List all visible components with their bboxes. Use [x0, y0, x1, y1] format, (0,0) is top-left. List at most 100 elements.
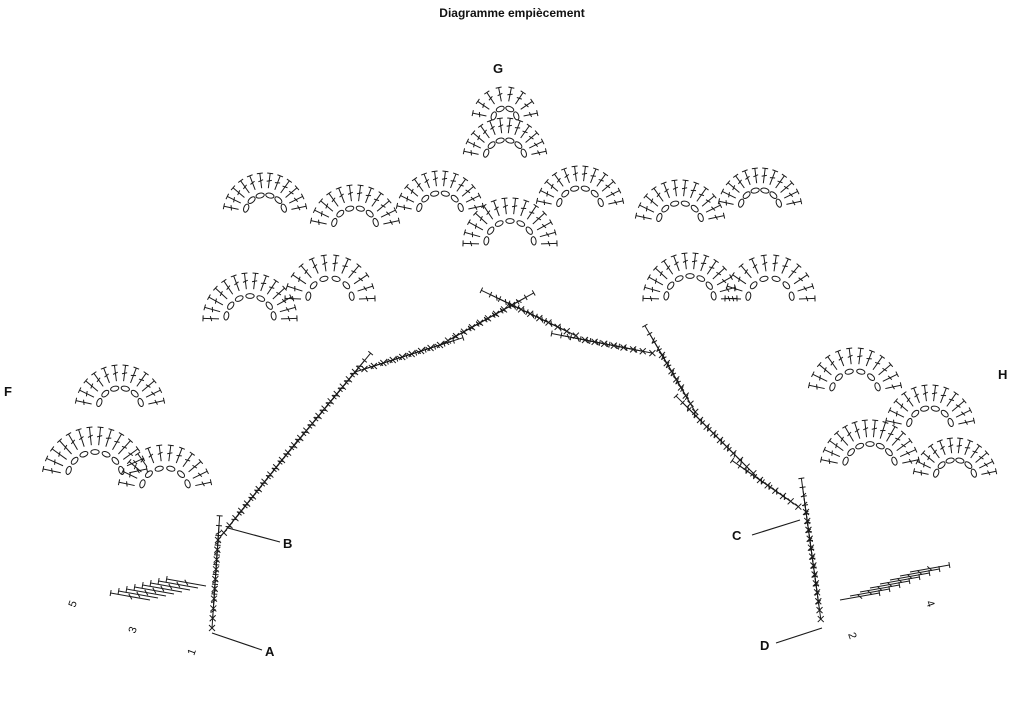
chain-stitch-symbol	[750, 187, 760, 194]
chain-stitch-symbol	[450, 194, 459, 203]
fan-motif	[819, 419, 921, 466]
treble-stitch-symbol	[145, 387, 163, 398]
chain-stitch-symbol	[166, 465, 176, 472]
point-label-d: D	[760, 638, 769, 653]
treble-stitch-symbol	[431, 170, 439, 187]
treble-stitch-symbol	[65, 432, 78, 450]
treble-stitch-symbol	[348, 263, 362, 279]
treble-stitch-symbol	[380, 207, 398, 218]
treble-stitch-symbol	[543, 318, 577, 337]
treble-stitch-symbol	[725, 283, 743, 292]
treble-stitch-symbol	[308, 257, 319, 274]
stitch-band	[479, 287, 825, 623]
treble-stitch-symbol	[280, 178, 293, 194]
chain-stitch-symbol	[255, 192, 265, 199]
fan-motif	[724, 254, 816, 302]
treble-stitch-symbol	[462, 240, 480, 247]
treble-stitch-symbol	[475, 98, 490, 110]
treble-stitch-symbol	[921, 384, 929, 402]
chain-stitch-symbol	[457, 202, 464, 213]
treble-stitch-symbol	[144, 446, 155, 464]
treble-stitch-symbol	[112, 432, 125, 450]
treble-stitch-symbol	[298, 263, 312, 279]
treble-stitch-symbol	[642, 295, 660, 302]
point-label-a: A	[265, 644, 275, 659]
treble-stitch-symbol	[885, 382, 903, 390]
chain-stitch-symbol	[680, 200, 690, 207]
treble-stitch-symbol	[123, 446, 141, 460]
treble-stitch-symbol	[289, 193, 305, 204]
treble-stitch-symbol	[660, 181, 670, 199]
chain-stitch-symbol	[891, 456, 898, 466]
treble-stitch-symbol	[237, 178, 250, 194]
treble-stitch-symbol	[902, 456, 921, 464]
treble-stitch-symbol	[725, 180, 740, 193]
treble-stitch-symbol	[886, 424, 898, 442]
fan-motif	[309, 184, 401, 228]
treble-stitch-symbol	[357, 283, 375, 292]
treble-stitch-symbol	[825, 354, 838, 371]
stitch-columns-left	[109, 576, 207, 601]
treble-stitch-symbol	[290, 272, 307, 285]
treble-stitch-symbol	[807, 382, 825, 390]
treble-stitch-symbol	[705, 202, 723, 213]
chain-stitch-symbol	[505, 105, 515, 113]
treble-stitch-symbol	[797, 283, 815, 292]
treble-stitch-symbol	[872, 354, 885, 371]
treble-stitch-symbol	[748, 257, 759, 274]
treble-stitch-symbol	[857, 347, 864, 365]
chain-stitch-symbol	[597, 197, 604, 208]
treble-stitch-symbol	[462, 148, 479, 156]
fan-motif	[642, 252, 738, 302]
chain-stitch-symbol	[847, 448, 855, 457]
fan-motif	[202, 272, 298, 322]
treble-stitch-symbol	[540, 240, 558, 247]
treble-stitch-symbol	[732, 173, 745, 189]
treble-stitch-symbol	[899, 446, 918, 458]
treble-stitch-symbol	[312, 207, 330, 218]
chain-stitch-symbol	[516, 220, 526, 227]
leader-lines	[211, 519, 823, 651]
chain-stitch-symbol	[494, 220, 504, 227]
point-label-g: G	[493, 61, 503, 76]
chain-stitch-symbol	[421, 194, 430, 203]
treble-stitch-symbol	[148, 397, 166, 405]
treble-stitch-symbol	[332, 254, 340, 272]
treble-stitch-symbol	[441, 170, 449, 187]
chain-stitch-symbol	[223, 311, 230, 321]
point-label-f: F	[4, 384, 12, 399]
treble-stitch-symbol	[798, 295, 816, 302]
chain-stitch-symbol	[440, 190, 450, 197]
chain-stitch-symbol	[670, 200, 680, 207]
treble-stitch-symbol	[964, 439, 974, 456]
chain-stitch-symbol	[690, 204, 699, 213]
treble-stitch-symbol	[571, 165, 579, 182]
treble-stitch-symbol	[465, 192, 482, 203]
chain-stitch-symbol	[265, 192, 275, 199]
chain-stitch-symbol	[270, 311, 277, 321]
treble-stitch-symbol	[75, 428, 85, 447]
treble-stitch-symbol	[827, 437, 844, 452]
chain-stitch-symbol	[101, 389, 110, 398]
treble-stitch-symbol	[511, 197, 519, 215]
treble-stitch-symbol	[279, 304, 297, 313]
chain-stitch-symbol	[947, 417, 954, 428]
chain-stitch-symbol	[184, 479, 191, 489]
treble-stitch-symbol	[225, 193, 241, 204]
chain-stitch-symbol	[483, 148, 490, 158]
treble-stitch-symbol	[637, 202, 655, 213]
treble-stitch-symbol	[833, 430, 849, 446]
chain-stitch-symbol	[674, 275, 684, 282]
treble-stitch-symbol	[842, 424, 854, 442]
chain-stitch-symbol	[788, 291, 795, 301]
treble-stitch-symbol	[793, 272, 810, 285]
treble-stitch-symbol	[915, 458, 931, 469]
treble-stitch-symbol	[404, 183, 419, 197]
treble-stitch-symbol	[788, 263, 802, 279]
chain-stitch-symbol	[245, 293, 255, 299]
chain-stitch-symbol	[964, 461, 973, 469]
row-number: 1	[186, 647, 199, 657]
treble-stitch-symbol	[49, 446, 67, 460]
chain-stitch-symbol	[342, 281, 351, 290]
treble-stitch-symbol	[411, 177, 424, 192]
